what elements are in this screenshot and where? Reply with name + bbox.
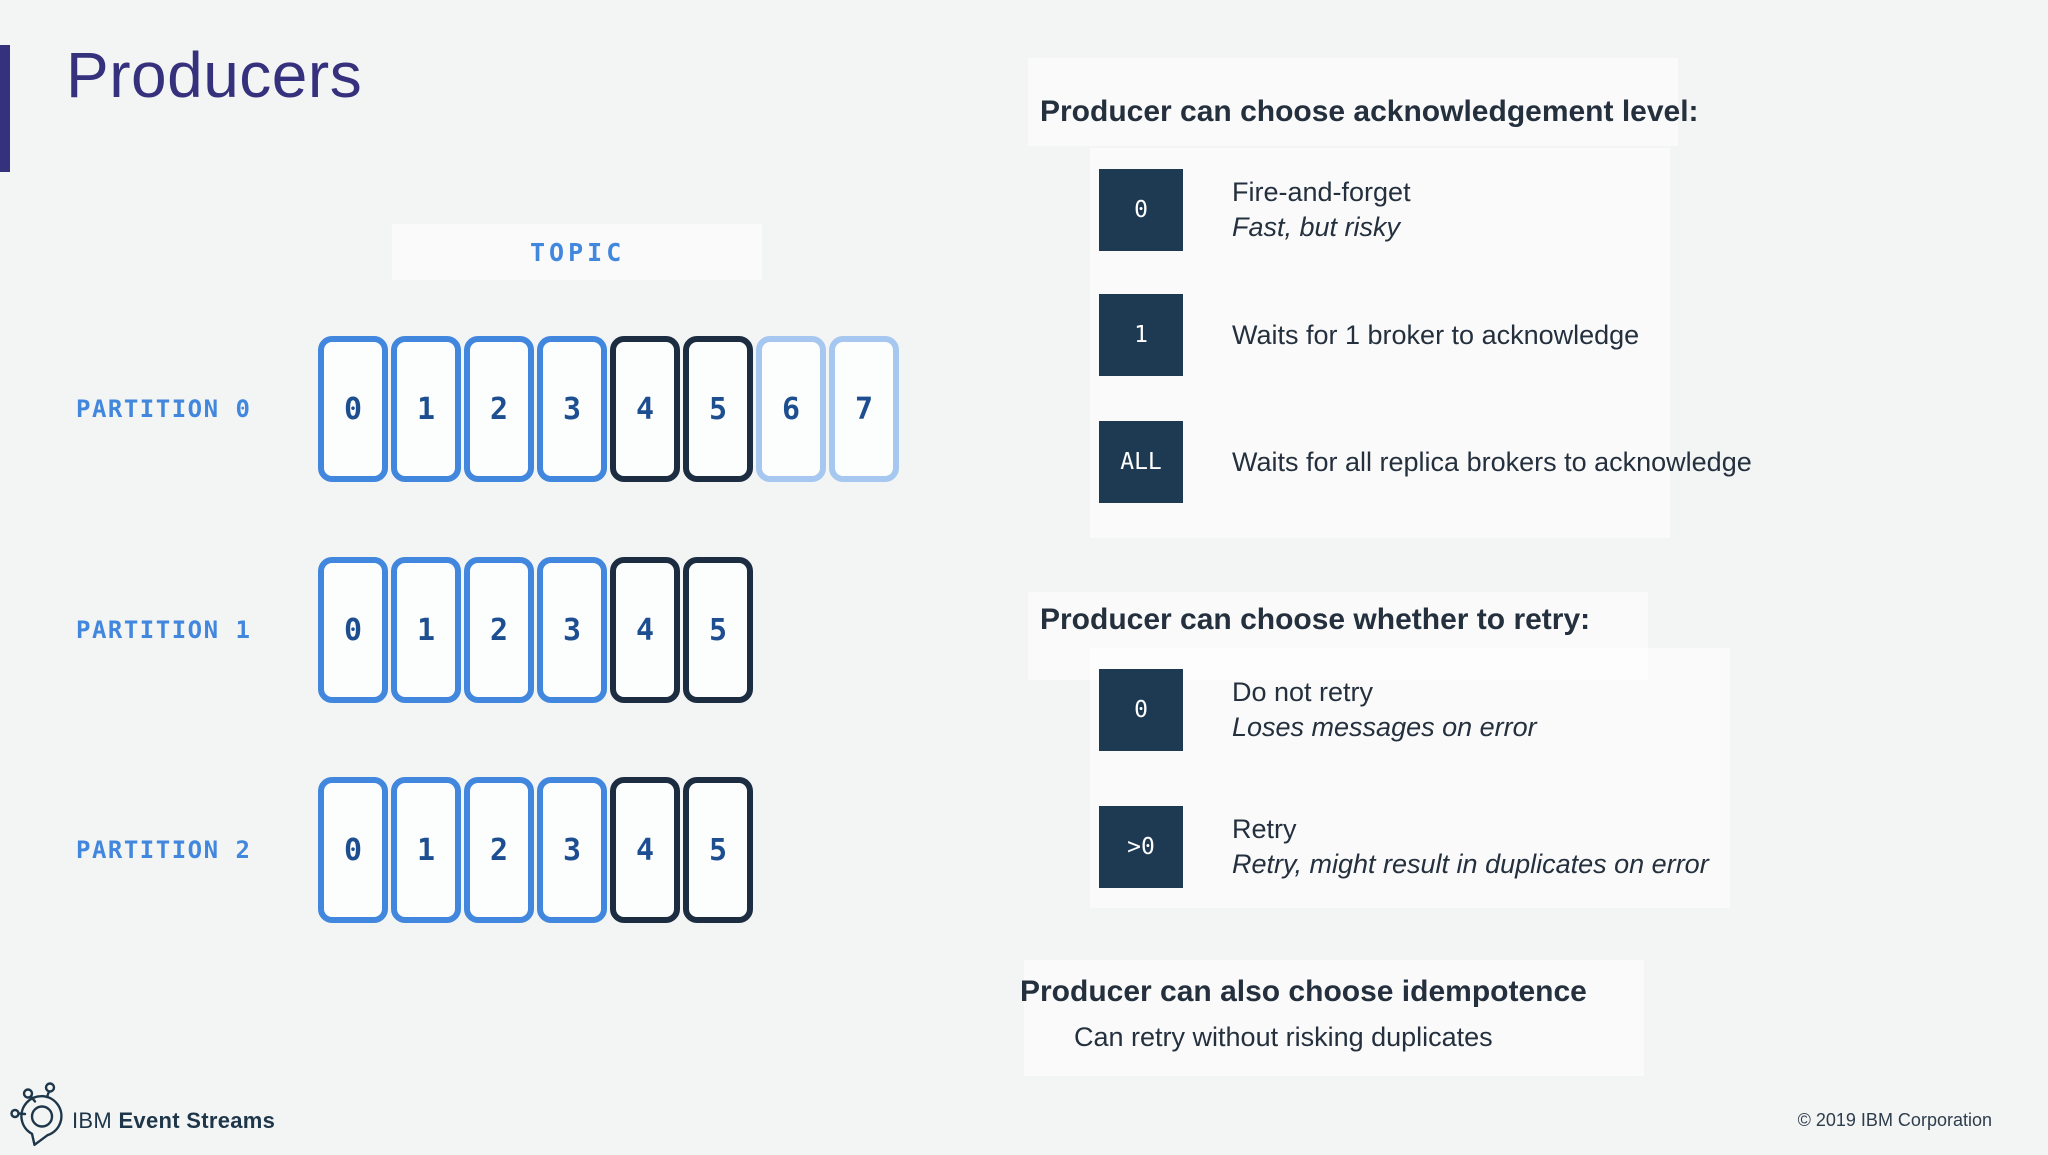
- message-cell: 4: [610, 557, 680, 703]
- message-cell: 2: [464, 336, 534, 482]
- message-cell: 4: [610, 777, 680, 923]
- message-cell: 5: [683, 557, 753, 703]
- background-panel: [1090, 648, 1730, 908]
- title-accent-bar: [0, 45, 10, 172]
- option-description: Waits for all replica brokers to acknowl…: [1232, 421, 1752, 503]
- background-panel: [392, 224, 762, 280]
- background-panel: [1028, 58, 1678, 146]
- message-cell: 1: [391, 557, 461, 703]
- option-title: Do not retry: [1232, 677, 1374, 707]
- message-cell: 7: [829, 336, 899, 482]
- idempotence-subtext: Can retry without risking duplicates: [1074, 1022, 1493, 1052]
- message-cell: 0: [318, 336, 388, 482]
- retry-option-badge: >0: [1099, 806, 1183, 888]
- option-row: ALL Waits for all replica brokers to ackn…: [1099, 421, 1752, 503]
- brand-text: IBM Event Streams: [72, 1108, 275, 1134]
- background-panel: [1090, 148, 1670, 538]
- topic-label: TOPIC: [530, 238, 626, 267]
- option-title: Waits for 1 broker to acknowledge: [1232, 319, 1640, 350]
- message-cell: 6: [756, 336, 826, 482]
- partition-label: PARTITION 1: [76, 616, 252, 644]
- partition-label: PARTITION 2: [76, 836, 252, 864]
- message-cell: 3: [537, 336, 607, 482]
- brand-name: Event Streams: [118, 1108, 276, 1133]
- option-note: Loses messages on error: [1232, 712, 1537, 742]
- idempotence-heading: Producer can also choose idempotence: [1020, 975, 1587, 1008]
- message-cell: 1: [391, 336, 461, 482]
- option-description: Waits for 1 broker to acknowledge: [1232, 294, 1639, 376]
- message-cell: 5: [683, 777, 753, 923]
- retry-option-badge: 0: [1099, 669, 1183, 751]
- copyright-text: © 2019 IBM Corporation: [1797, 1110, 1992, 1130]
- ack-level-badge: ALL: [1099, 421, 1183, 503]
- option-title: Retry: [1232, 814, 1297, 844]
- ack-level-badge: 1: [1099, 294, 1183, 376]
- message-cell: 0: [318, 777, 388, 923]
- message-cell: 2: [464, 777, 534, 923]
- brand-prefix: IBM: [72, 1108, 113, 1133]
- ack-section-heading: Producer can choose acknowledgement leve…: [1040, 95, 1699, 128]
- option-note: Retry, might result in duplicates on err…: [1232, 849, 1709, 879]
- message-cell: 2: [464, 557, 534, 703]
- message-cell: 5: [683, 336, 753, 482]
- message-cell: 4: [610, 336, 680, 482]
- option-row: 1 Waits for 1 broker to acknowledge: [1099, 294, 1639, 376]
- page-title: Producers: [66, 39, 363, 111]
- option-title: Fire-and-forget: [1232, 177, 1411, 207]
- message-cell: 3: [537, 557, 607, 703]
- retry-section-heading: Producer can choose whether to retry:: [1040, 603, 1591, 636]
- message-cell: 3: [537, 777, 607, 923]
- option-note: Fast, but risky: [1232, 212, 1401, 242]
- partition-label: PARTITION 0: [76, 395, 252, 423]
- event-streams-bubble-icon: [8, 1080, 70, 1155]
- background-panel: [1024, 960, 1644, 1076]
- message-cell: 1: [391, 777, 461, 923]
- ack-level-badge: 0: [1099, 169, 1183, 251]
- option-title: Waits for all replica brokers to acknowl…: [1232, 446, 1752, 477]
- message-cell: 0: [318, 557, 388, 703]
